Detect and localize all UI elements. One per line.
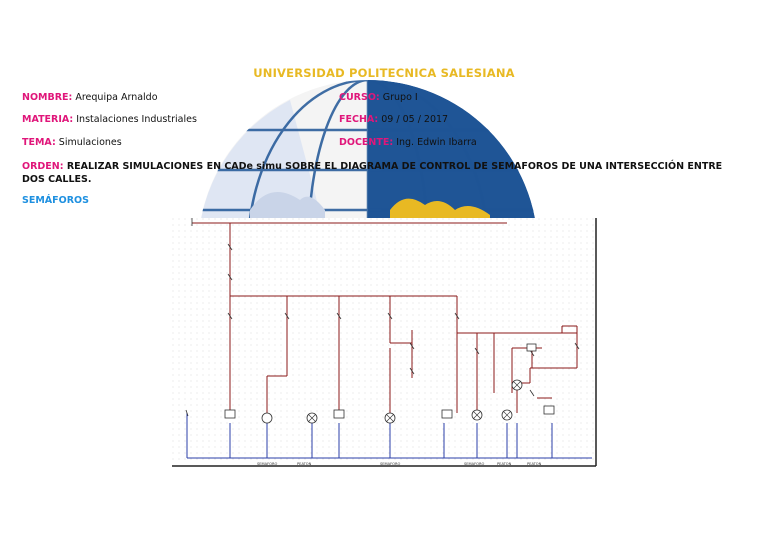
field-materia: MATERIA: Instalaciones Industriales [22, 114, 197, 125]
field-nombre: NOMBRE: Arequipa Arnaldo [22, 92, 158, 103]
field-fecha: FECHA: 09 / 05 / 2017 [339, 114, 448, 125]
curso-label: CURSO: [339, 92, 380, 103]
fecha-label: FECHA: [339, 114, 379, 125]
docente-label: DOCENTE: [339, 137, 394, 148]
docente-value: Ing. Edwin Ibarra [396, 137, 477, 148]
materia-label: MATERIA: [22, 114, 74, 125]
orden-label: ORDEN: [22, 161, 64, 172]
orden-paragraph: ORDEN: REALIZAR SIMULACIONES EN CADe sim… [22, 160, 742, 186]
field-curso: CURSO: Grupo I [339, 92, 418, 103]
tema-value: Simulaciones [58, 137, 122, 148]
field-docente: DOCENTE: Ing. Edwin Ibarra [339, 137, 477, 148]
nombre-label: NOMBRE: [22, 92, 73, 103]
nombre-value: Arequipa Arnaldo [75, 92, 158, 103]
label-semaforo-2: SEMAFORO [380, 462, 401, 466]
label-semaforo-3: SEMAFORO [464, 462, 485, 466]
fecha-value: 09 / 05 / 2017 [381, 114, 449, 125]
university-title: UNIVERSIDAD POLITECNICA SALESIANA [253, 66, 515, 80]
label-peaton-1: PEATON [297, 462, 312, 466]
circuit-svg: SEMAFORO PEATON SEMAFORO SEMAFORO PEATON… [172, 218, 600, 468]
label-peaton-2: PEATON [497, 462, 512, 466]
control-circuit-diagram: SEMAFORO PEATON SEMAFORO SEMAFORO PEATON… [172, 218, 600, 468]
curso-value: Grupo I [382, 92, 418, 103]
field-tema: TEMA: Simulaciones [22, 137, 122, 148]
orden-text: REALIZAR SIMULACIONES EN CADe simu SOBRE… [22, 161, 723, 185]
label-peaton-3: PEATON [527, 462, 542, 466]
section-semaforos-title: SEMÁFOROS [22, 195, 89, 206]
label-semaforo-1: SEMAFORO [257, 462, 278, 466]
materia-value: Instalaciones Industriales [76, 114, 197, 125]
tema-label: TEMA: [22, 137, 56, 148]
